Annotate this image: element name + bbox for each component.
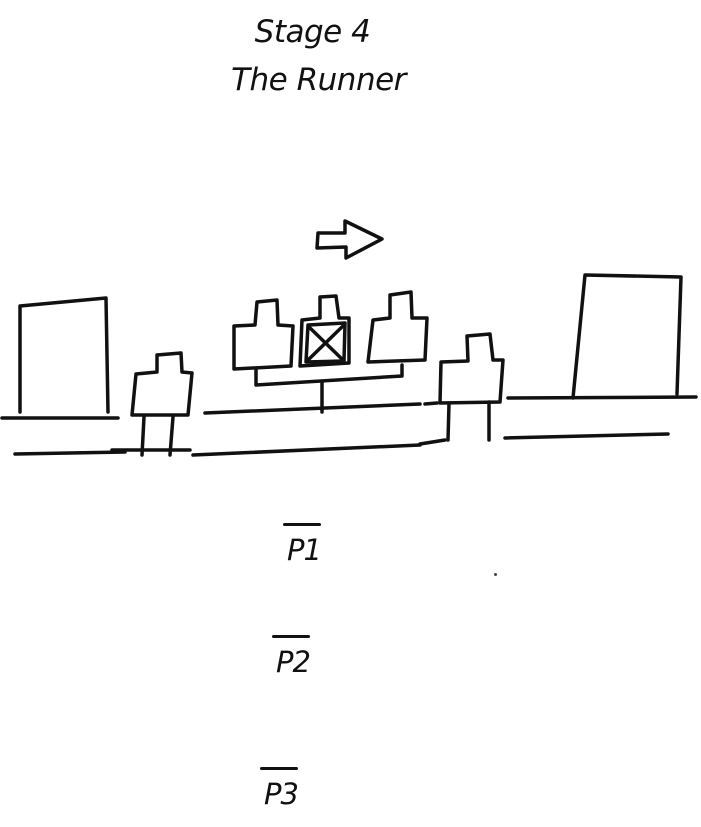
player-label: P3	[264, 777, 299, 811]
lower-ground-line	[13, 432, 670, 457]
player-slot-p1[interactable]: P1	[283, 523, 363, 583]
runner-group	[232, 290, 429, 414]
right-enemy-figure	[438, 332, 505, 442]
player-slot-p2[interactable]: P2	[272, 635, 352, 695]
left-enemy-figure	[130, 351, 194, 457]
stage-subtitle: The Runner	[231, 62, 406, 98]
player-slot-bar	[272, 635, 310, 638]
right-arrow-icon	[315, 219, 384, 260]
upper-ground-line	[0, 395, 698, 420]
player-slot-p3[interactable]: P3	[260, 767, 340, 827]
player-slot-bar	[283, 523, 321, 526]
stray-ink-dot	[494, 573, 497, 576]
player-label: P2	[276, 645, 311, 679]
player-label: P1	[287, 533, 322, 567]
player-slot-bar	[260, 767, 298, 770]
left-wall-block	[18, 296, 110, 414]
stage-title: Stage 4	[254, 14, 371, 50]
right-wall-block	[571, 273, 683, 400]
